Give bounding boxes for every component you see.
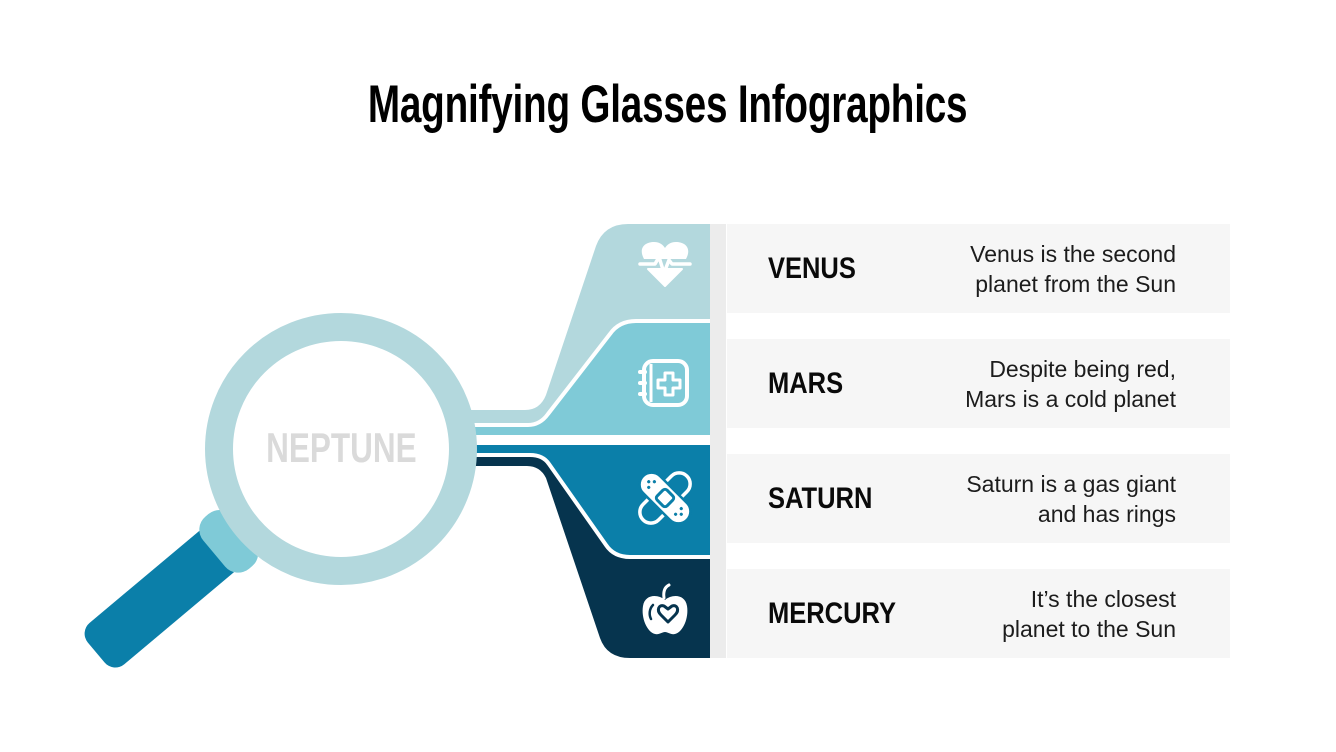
handle-collar bbox=[199, 510, 259, 573]
item-description: It’s the closest planet to the Sun bbox=[1002, 569, 1176, 658]
item-description-line: and has rings bbox=[1037, 500, 1176, 527]
page-title-text: Magnifying Glasses Infographics bbox=[368, 75, 968, 134]
item-description-line: planet from the Sun bbox=[975, 270, 1176, 297]
item-title-text: MERCURY bbox=[768, 596, 896, 630]
bandage-icon bbox=[638, 471, 692, 525]
magnifier-lens-ring bbox=[205, 313, 477, 585]
item-title: VENUS bbox=[768, 224, 871, 313]
list-item-venus: VENUS Venus is the second planet from th… bbox=[727, 224, 1230, 313]
item-description-line: Saturn is a gas giant bbox=[966, 470, 1176, 497]
panel-divider-strip bbox=[710, 224, 726, 658]
item-description: Despite being red, Mars is a cold planet bbox=[965, 339, 1176, 428]
item-description-line: Despite being red, bbox=[989, 355, 1176, 382]
item-title-text: MARS bbox=[768, 366, 844, 400]
list-item-saturn: SATURN Saturn is a gas giant and has rin… bbox=[727, 454, 1230, 543]
item-title: SATURN bbox=[768, 454, 891, 543]
saturn-panel bbox=[458, 441, 710, 559]
page-title: Magnifying Glasses Infographics bbox=[0, 75, 1336, 148]
list-item-mercury: MERCURY It’s the closest planet to the S… bbox=[727, 569, 1230, 658]
magnifier-label: NEPTUNE bbox=[241, 427, 441, 479]
item-description: Venus is the second planet from the Sun bbox=[970, 224, 1176, 313]
medical-book-icon bbox=[638, 359, 689, 407]
item-title: MARS bbox=[768, 339, 856, 428]
item-title-text: SATURN bbox=[768, 481, 873, 515]
list-item-mars: MARS Despite being red, Mars is a cold p… bbox=[727, 339, 1230, 428]
mars-panel bbox=[458, 319, 710, 439]
handle-grip bbox=[84, 527, 240, 668]
magnifier-handle bbox=[84, 510, 259, 668]
item-description: Saturn is a gas giant and has rings bbox=[966, 454, 1176, 543]
funnel-panels bbox=[458, 224, 710, 658]
item-title-text: VENUS bbox=[768, 251, 856, 285]
item-description-line: Venus is the second bbox=[970, 240, 1176, 267]
item-description-line: planet to the Sun bbox=[1002, 615, 1176, 642]
item-title: MERCURY bbox=[768, 569, 919, 658]
apple-heart-icon bbox=[642, 583, 688, 635]
item-description-line: Mars is a cold planet bbox=[965, 385, 1176, 412]
item-description-line: It’s the closest bbox=[1030, 585, 1176, 612]
magnifier-label-text: NEPTUNE bbox=[266, 424, 417, 471]
heart-rate-icon bbox=[638, 242, 692, 287]
